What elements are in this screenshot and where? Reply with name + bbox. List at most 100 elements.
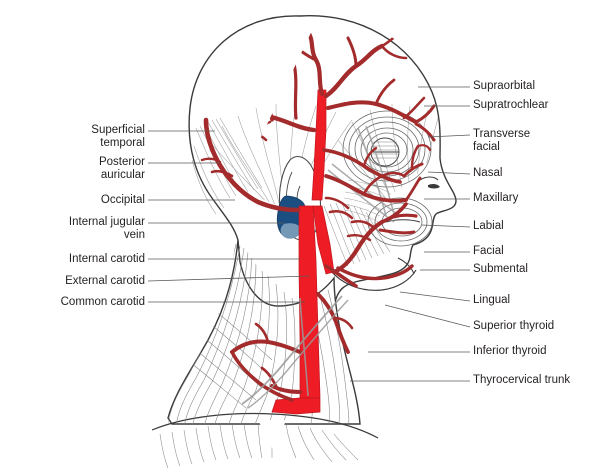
superior-thyroid-twig: [332, 316, 354, 330]
leader-lingual: [399, 291, 471, 302]
label-superior-thyroid: Superior thyroid: [473, 320, 554, 333]
label-maxillary: Maxillary: [473, 192, 518, 205]
inferior-thyroid-twig-1: [254, 322, 270, 344]
orbicularis-oris-2: [374, 202, 428, 242]
superior-labial-artery: [380, 213, 418, 224]
head-profile-outline: [237, 14, 457, 334]
nasal-artery-twig-1: [410, 144, 420, 170]
mandible-group: [329, 257, 417, 291]
eye-region-group: [342, 110, 432, 188]
label-line: Internal jugular: [68, 216, 145, 228]
label-internal-carotid: Internal carotid: [69, 253, 145, 266]
posterior-auricular-ascending: [203, 82, 206, 118]
label-line: facial: [473, 141, 500, 153]
submental-artery: [336, 264, 414, 281]
label-line: auricular: [100, 169, 145, 181]
label-line: Inferior thyroid: [473, 345, 547, 357]
buccal-twig-1: [350, 219, 376, 230]
orbicularis-oris-1: [367, 197, 433, 247]
pa-twig-4: [256, 120, 272, 138]
occipital-artery-group: [200, 117, 301, 213]
label-labial: Labial: [473, 220, 504, 233]
clavicle-hatching: [159, 423, 359, 469]
facial-artery-network: [322, 144, 432, 281]
label-line: Labial: [473, 220, 504, 232]
sta-parietal-twig-1: [346, 36, 358, 68]
label-line: External carotid: [65, 275, 145, 287]
label-thyrocervical-trunk: Thyrocervical trunk: [473, 374, 570, 387]
nostril: [428, 183, 440, 189]
supraclavicular-fossa: [258, 420, 286, 452]
label-lingual: Lingual: [473, 294, 510, 307]
occipital-zigzag-twig-1: [182, 34, 200, 48]
masseteric-twig: [328, 209, 354, 220]
occiput-outline: [188, 15, 301, 241]
label-line: Superficial: [91, 124, 145, 136]
infraorbital-twig-1: [362, 174, 384, 196]
label-line: Common carotid: [60, 296, 145, 308]
inferior-thyroid-descending: [230, 350, 294, 402]
posterior-scalp-twig-2: [250, 54, 260, 84]
forehead-twig-1: [374, 78, 396, 106]
occipital-hatching: [191, 117, 263, 215]
transverse-facial-twig: [362, 146, 378, 168]
angular-artery: [404, 176, 422, 202]
label-line: Occipital: [100, 194, 145, 206]
label-line: Supratrochlear: [473, 99, 549, 111]
leader-labial: [421, 224, 471, 228]
leader-lines-group: [147, 86, 471, 382]
lingual-artery: [324, 264, 358, 288]
label-supraorbital: Supraorbital: [473, 80, 535, 93]
superficial-temporal-artery-trunk: [311, 89, 327, 201]
omohyoid-band: [241, 295, 343, 405]
leader-external-carotid: [147, 275, 311, 282]
occipital-zigzag-twig-2: [182, 78, 204, 83]
internal-jugular-vein-highlight: [280, 223, 302, 239]
label-line: Supraorbital: [473, 80, 536, 92]
inferior-labial-artery: [378, 228, 416, 235]
label-common-carotid: Common carotid: [61, 296, 145, 309]
lip-line: [385, 219, 421, 223]
label-line: temporal: [100, 137, 145, 149]
parietal-vertical-1: [262, 42, 274, 122]
orbicularis-ring-5: [366, 132, 408, 168]
occipital-artery-twig-1: [210, 169, 234, 178]
leader-superior-thyroid: [384, 304, 471, 328]
pa-twig-2: [250, 131, 268, 142]
label-line: Submental: [473, 263, 528, 275]
orbicularis-ring-3: [354, 121, 420, 177]
supraorbital-artery: [414, 104, 436, 124]
label-nasal: Nasal: [473, 167, 502, 180]
label-line: Posterior: [98, 156, 145, 168]
forehead-twig-2: [402, 96, 426, 120]
omohyoid-band-2: [247, 299, 349, 409]
label-external-carotid: External carotid: [65, 275, 145, 288]
pa-twig-3: [250, 112, 252, 134]
label-line: Internal carotid: [68, 253, 145, 265]
label-supratrochlear: Supratrochlear: [473, 99, 548, 112]
sternohyoid-band: [299, 297, 309, 397]
label-line: Superior thyroid: [473, 320, 555, 332]
occipital-artery-twig-2: [200, 157, 222, 164]
jaw-line: [329, 269, 417, 291]
pre-auricular-twig: [324, 196, 350, 210]
label-line: Facial: [473, 245, 504, 257]
label-line: Lingual: [473, 294, 511, 306]
posterior-scalp-twig-1: [256, 80, 268, 118]
orbicularis-ring-2: [348, 116, 426, 182]
leader-transverse-facial: [427, 134, 471, 138]
orbicularis-ring-4: [360, 127, 414, 173]
chin-contour: [397, 257, 415, 275]
thyrocervical-trunk-artery: [270, 384, 302, 394]
buccal-twig-2: [346, 234, 372, 242]
label-line: Transverse: [473, 128, 531, 140]
sta-parietal-twig-3: [380, 44, 408, 60]
label-submental: Submental: [473, 263, 528, 276]
subclavian-flare: [271, 397, 321, 415]
occipital-artery: [203, 117, 301, 213]
